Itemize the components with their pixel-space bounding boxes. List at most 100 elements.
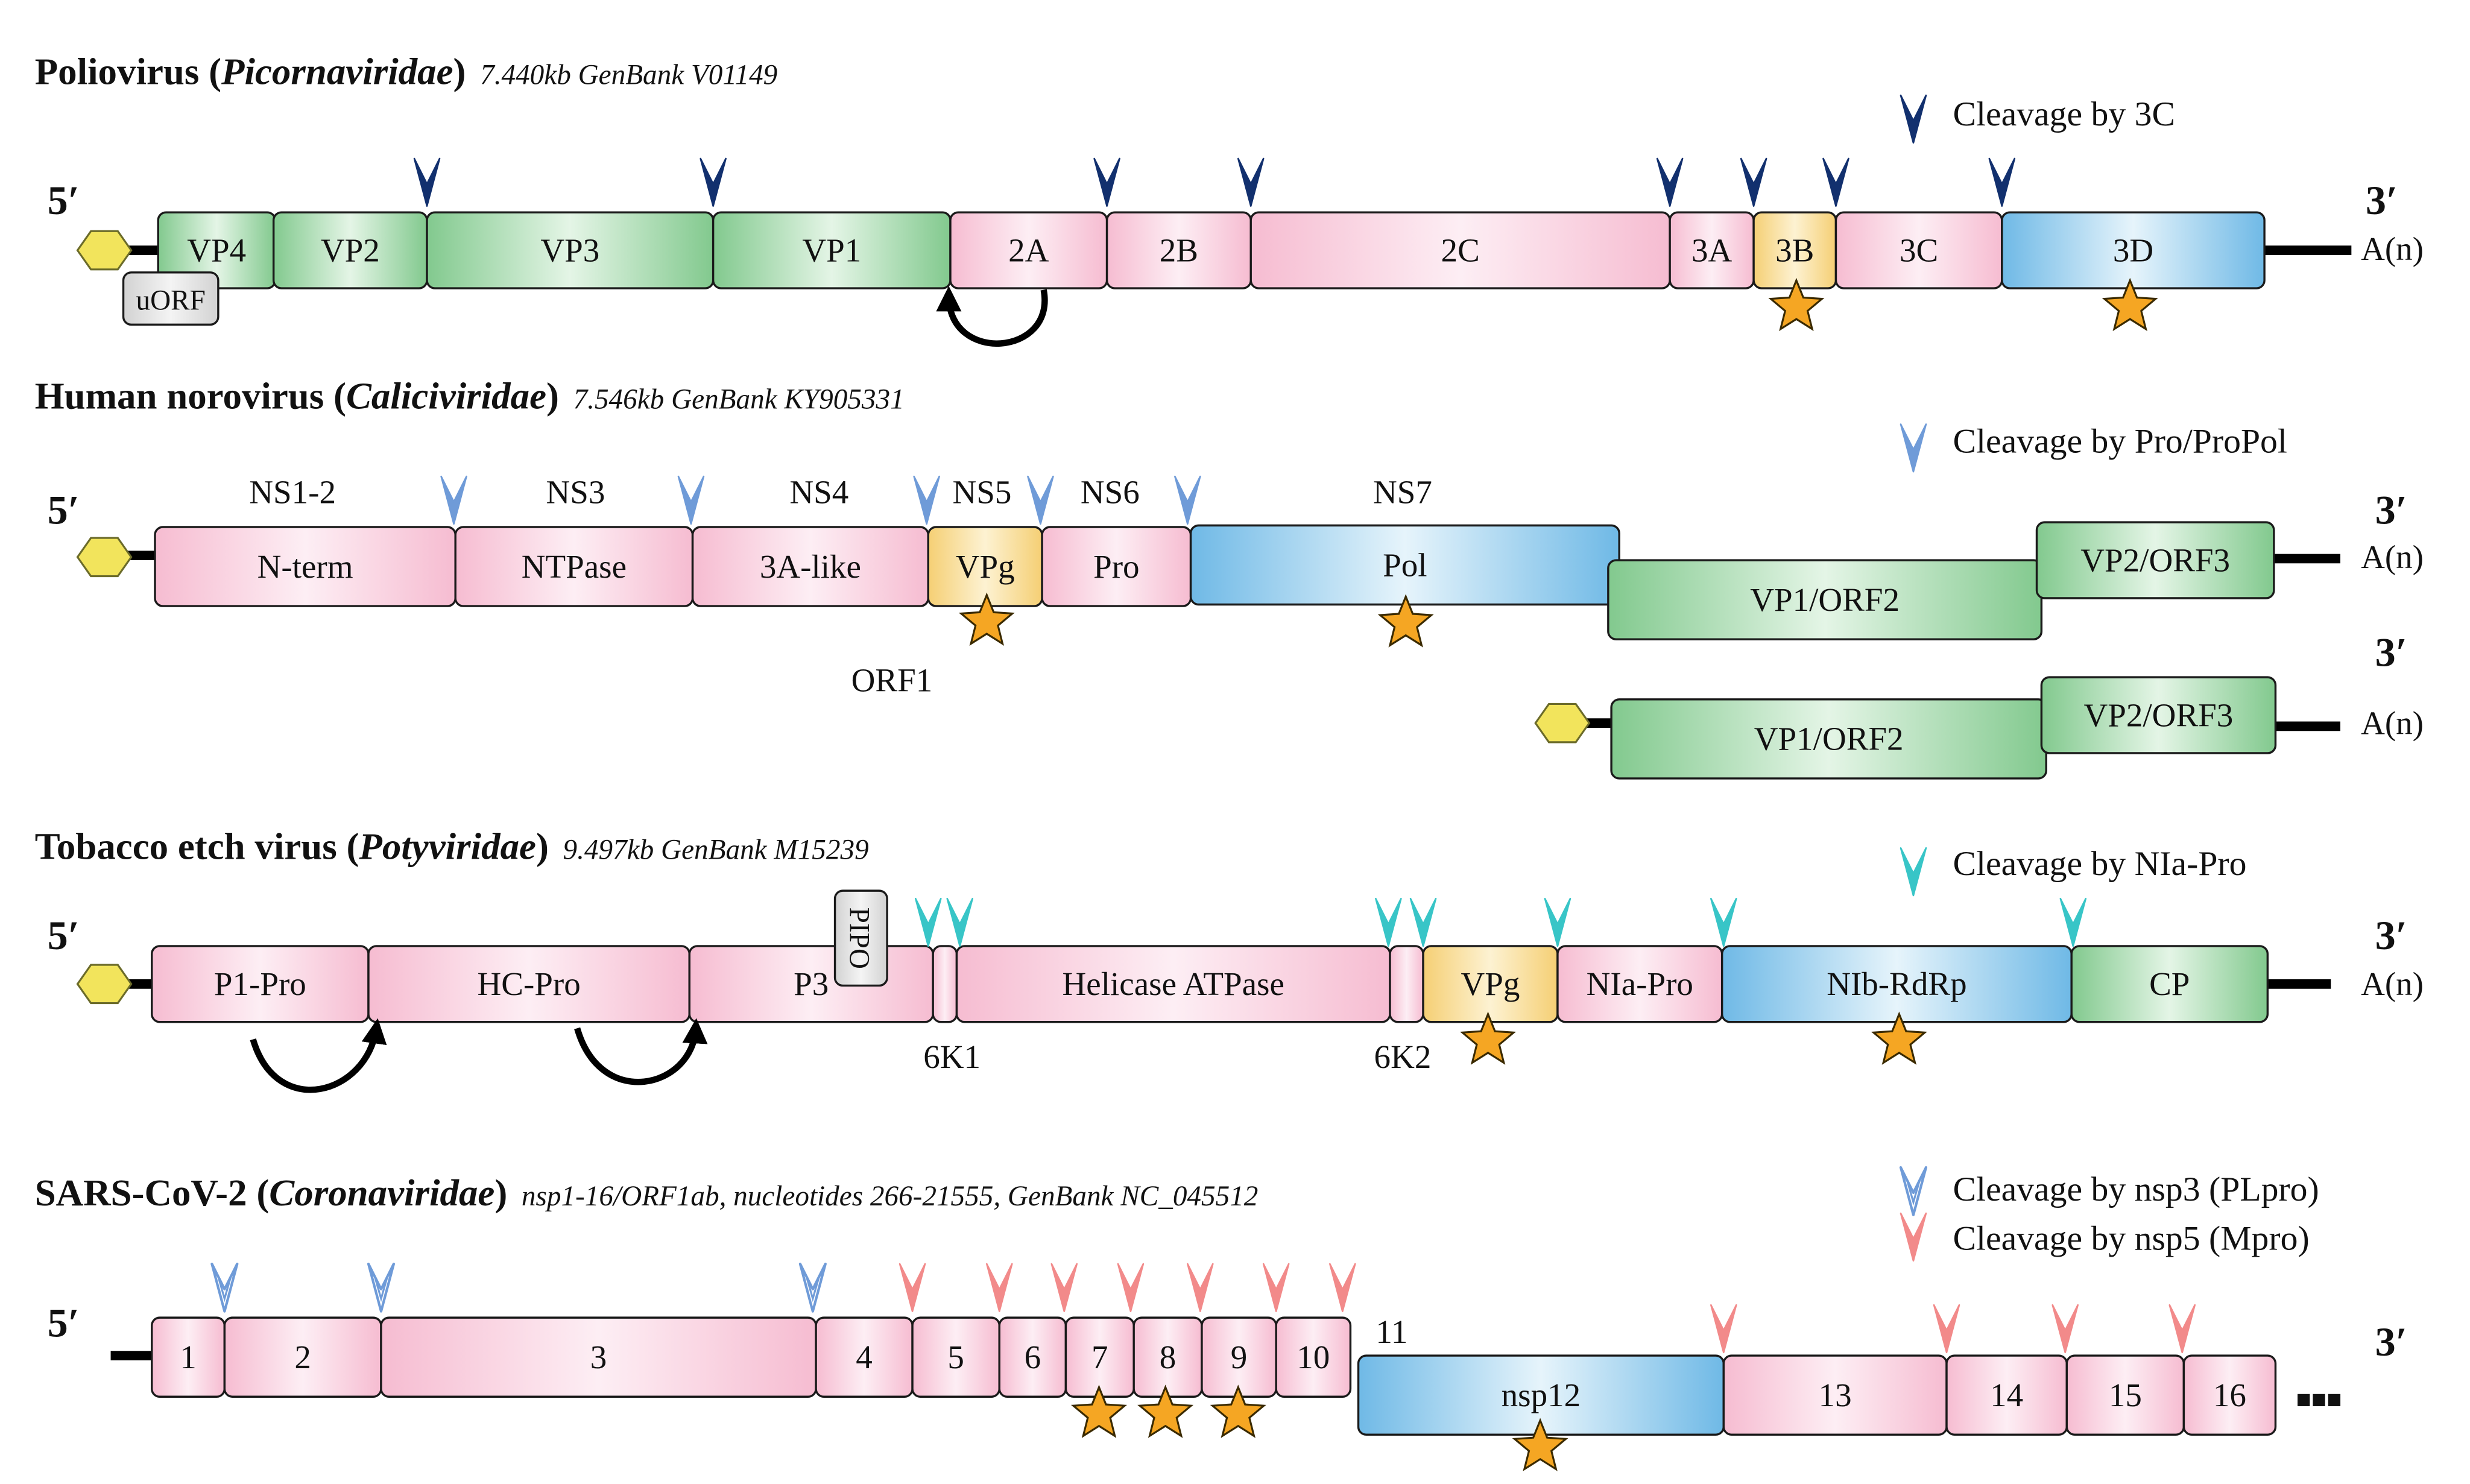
sars-five-prime: 5′ <box>48 1300 80 1346</box>
noro-sg-cap <box>1534 703 1591 744</box>
sars-plpro-site-2 <box>367 1262 396 1313</box>
tev-p3-label: P3 <box>794 965 829 1002</box>
noro-pol-label: Pol <box>1383 546 1427 583</box>
sars-mpro-site-5 <box>1187 1263 1214 1312</box>
polio-cleavage-site-3 <box>1093 157 1120 207</box>
polio-uorf <box>122 271 220 326</box>
sars-nsp10-label: 10 <box>1297 1339 1330 1375</box>
polio-vp3-label: VP3 <box>540 232 599 268</box>
tev-cp <box>2070 945 2269 1023</box>
tobacco-legend-text: Cleavage by NIa-Pro <box>1953 845 2247 883</box>
sars-mpro-site-3 <box>1050 1263 1078 1312</box>
tobacco-polya: A(n) <box>2361 965 2424 1002</box>
polio-3b-star <box>1768 277 1825 332</box>
polio-cleavage-site-2 <box>700 157 727 207</box>
polio-cleavage-site-5 <box>1656 157 1684 207</box>
sars-nsp12-label: nsp12 <box>1502 1377 1581 1413</box>
polio-2b-label: 2B <box>1160 232 1198 268</box>
tev-nib-star <box>1871 1011 1927 1065</box>
sars-nsp4-label: 4 <box>856 1339 873 1375</box>
tev-nib-rdrp-label: NIb-RdRp <box>1827 965 1966 1002</box>
poliovirus-title: Poliovirus (Picornaviridae)7.440kb GenBa… <box>35 51 778 93</box>
sars-nsp14-label: 14 <box>1990 1377 2023 1413</box>
sars-plpro-site-2-inner <box>373 1276 388 1302</box>
polio-3a-label: 3A <box>1691 232 1732 268</box>
legend-propol-chevron <box>1900 423 1927 473</box>
polio-vp4-label: VP4 <box>187 232 246 268</box>
legend-3c-chevron <box>1900 94 1927 144</box>
polio-2a-label: 2A <box>1008 232 1049 268</box>
norovirus-title-part: Human norovirus ( <box>35 374 346 417</box>
polio-2c-label: 2C <box>1441 232 1480 268</box>
poliovirus-title-part: Picornaviridae <box>221 51 453 93</box>
sars-title-part: SARS-CoV-2 ( <box>35 1172 270 1214</box>
noro-ns4: NS4 <box>789 474 848 511</box>
sars-plpro-site-3-inner <box>805 1276 820 1302</box>
sars-legend-plpro-text: Cleavage by nsp3 (PLpro) <box>1953 1170 2319 1208</box>
sars-plpro-site-1-inner <box>217 1276 232 1302</box>
tev-6k1-label: 6K1 <box>923 1038 981 1075</box>
tev-6k1 <box>932 945 958 1023</box>
tev-cp-label: CP <box>2149 965 2190 1002</box>
noro-cleavage-site-4 <box>1027 475 1054 525</box>
norovirus-title-part: 7.546kb GenBank KY905331 <box>573 384 905 415</box>
norovirus-legend-text: Cleavage by Pro/ProPol <box>1953 423 2287 461</box>
polio-cleavage-site-1 <box>413 157 441 207</box>
noro-pol-star <box>1377 594 1434 648</box>
sars-mpro-site-6 <box>1262 1263 1290 1312</box>
sars-mpro-site-7 <box>1329 1263 1356 1312</box>
tev-cleavage-site-3 <box>1375 897 1402 947</box>
polio-3b-label: 3B <box>1775 232 1814 268</box>
polio-cleavage-site-6 <box>1740 157 1767 207</box>
sars-nsp7-label: 7 <box>1091 1339 1108 1375</box>
sars-mpro-site-9 <box>1933 1304 1960 1354</box>
polio-3c-label: 3C <box>1900 232 1938 268</box>
noro-ns1-2: NS1-2 <box>249 474 336 511</box>
norovirus-polya-2: A(n) <box>2361 705 2424 742</box>
sars-nsp9-star <box>1210 1385 1266 1438</box>
tev-nia-pro-label: NIa-Pro <box>1587 965 1693 1002</box>
polio-3d-label: 3D <box>2113 232 2153 268</box>
norovirus-polya: A(n) <box>2361 538 2424 575</box>
tev-cleavage-site-4 <box>1409 897 1437 947</box>
tev-cleavage-site-6 <box>1710 897 1737 947</box>
sars-legend-mpro-text: Cleavage by nsp5 (Mpro) <box>1953 1219 2310 1257</box>
sars-mpro-site-8 <box>1710 1304 1737 1354</box>
sars-nsp11-label: 11 <box>1376 1313 1407 1350</box>
polio-vp2-label: VP2 <box>321 232 380 268</box>
noro-cleavage-site-5 <box>1174 475 1201 525</box>
noro-vp2-orf3 <box>2035 521 2275 599</box>
tobacco-title-part: ) <box>536 826 549 868</box>
noro-pro-label: Pro <box>1093 548 1139 585</box>
sars-nsp13-label: 13 <box>1819 1377 1852 1413</box>
polio-vp1-label: VP1 <box>802 232 861 268</box>
polio-cap <box>76 230 133 271</box>
polio-cleavage-site-7 <box>1822 157 1849 207</box>
tev-helicase-label: Helicase ATPase <box>1063 965 1284 1002</box>
tev-cleavage-site-2 <box>946 897 974 947</box>
noro-ns3: NS3 <box>546 474 605 511</box>
sars-nsp8-star <box>1137 1385 1194 1438</box>
noro-3alike-label: 3A-like <box>760 548 861 585</box>
noro-ns6: NS6 <box>1081 474 1140 511</box>
noro-orf1: ORF1 <box>851 662 933 699</box>
legend-plpro-chevron-inner <box>1906 1179 1921 1206</box>
polio-uorf-label: uORF <box>136 285 206 316</box>
sars-nsp8-label: 8 <box>1160 1339 1177 1375</box>
tev-cleavage-site-1 <box>914 897 942 947</box>
sars-nsp15-label: 15 <box>2109 1377 2142 1413</box>
sars-mpro-site-1 <box>899 1263 926 1312</box>
sars-ellipsis: ■■■ <box>2296 1386 2342 1414</box>
sars-nsp3-label: 3 <box>590 1339 607 1375</box>
tev-pipo <box>833 889 888 987</box>
poliovirus-three-prime: 3′ <box>2366 177 2398 223</box>
legend-nia-chevron <box>1900 847 1927 897</box>
polio-cleavage-site-8 <box>1988 157 2016 207</box>
noro-vpg-label: VPg <box>956 548 1015 585</box>
norovirus-title-part: ) <box>546 374 559 417</box>
tev-cleavage-site-7 <box>2059 897 2087 947</box>
norovirus-three-prime-2: 3′ <box>2375 630 2407 675</box>
tobacco-five-prime: 5′ <box>48 912 80 958</box>
tev-vpg-label: VPg <box>1461 965 1520 1002</box>
